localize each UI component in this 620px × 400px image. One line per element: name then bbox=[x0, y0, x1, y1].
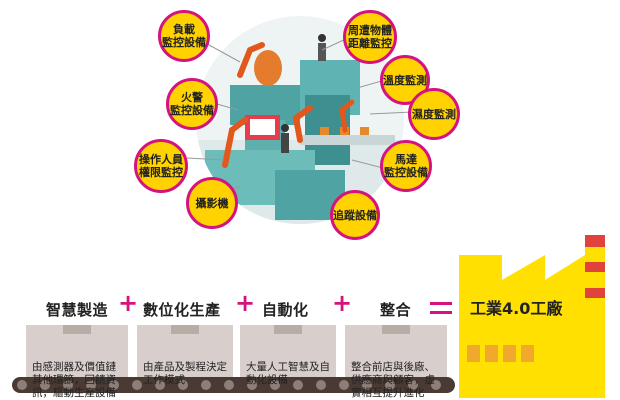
equals-sign bbox=[430, 302, 452, 316]
bubble-humidity: 濕度監測 bbox=[408, 88, 460, 140]
factory-chimney bbox=[585, 235, 605, 398]
term-integration: 整合 bbox=[380, 301, 412, 319]
result-industry-4-factory: 工業4.0工廠 bbox=[470, 299, 563, 318]
chimney-stripe bbox=[585, 235, 605, 247]
tank bbox=[254, 50, 282, 86]
term-smart-manufacturing: 智慧製造 bbox=[46, 301, 109, 319]
scene-conveyor bbox=[300, 135, 395, 145]
bubble-temperature: 溫度監測 bbox=[380, 55, 430, 105]
term-digital-production: 數位化生產 bbox=[143, 301, 221, 319]
robot-arm bbox=[237, 42, 265, 78]
plus-sign: + bbox=[118, 289, 139, 317]
description-text: 整合前店與後廠、 供應商與顧客，虛 實相互提升進化 bbox=[351, 361, 435, 399]
description-box-smart-manufacturing: 由感測器及價值鏈 其他環節，回饋資 訊，驅動生產設備 bbox=[26, 325, 128, 399]
plus-sign: + bbox=[235, 289, 256, 317]
box-tab bbox=[63, 325, 91, 334]
description-text: 由感測器及價值鏈 其他環節，回饋資 訊，驅動生產設備 bbox=[32, 361, 116, 399]
bubble-camera: 攝影機 bbox=[186, 177, 238, 229]
chimney-stripe bbox=[585, 262, 605, 272]
robot-arm bbox=[222, 117, 248, 168]
box-tab bbox=[382, 325, 410, 334]
chimney-stripe bbox=[585, 288, 605, 298]
conveyor-rollers bbox=[17, 380, 441, 390]
description-box-integration: 整合前店與後廠、 供應商與顧客，虛 實相互提升進化 bbox=[345, 325, 447, 399]
factory-building bbox=[459, 255, 585, 398]
plus-sign: + bbox=[332, 289, 353, 317]
worker bbox=[281, 124, 289, 132]
bubble-load-monitor: 負載 監控設備 bbox=[158, 10, 210, 62]
bubble-access-monitor: 操作人員 權限監控 bbox=[134, 139, 188, 193]
box-tab bbox=[171, 325, 199, 334]
description-box-automation: 大量人工智慧及自 動化設備 bbox=[240, 325, 336, 386]
term-automation: 自動化 bbox=[262, 301, 309, 319]
bubble-fire-monitor: 火警 監控設備 bbox=[166, 78, 218, 130]
robot-arm bbox=[292, 105, 313, 143]
box-tab bbox=[274, 325, 302, 334]
factory-windows bbox=[467, 345, 534, 362]
worker bbox=[318, 34, 326, 42]
description-box-digital-production: 由產品及製程決定 工作模式 bbox=[137, 325, 233, 386]
bubble-motor-monitor: 馬達 監控設備 bbox=[380, 140, 432, 192]
robot-arm bbox=[339, 99, 355, 133]
bubble-distance-monitor: 周遭物體 距離監控 bbox=[343, 10, 397, 64]
description-text: 由產品及製程決定 工作模式 bbox=[143, 361, 227, 386]
description-text: 大量人工智慧及自 動化設備 bbox=[246, 361, 330, 386]
bubble-tracking: 追蹤設備 bbox=[330, 190, 380, 240]
